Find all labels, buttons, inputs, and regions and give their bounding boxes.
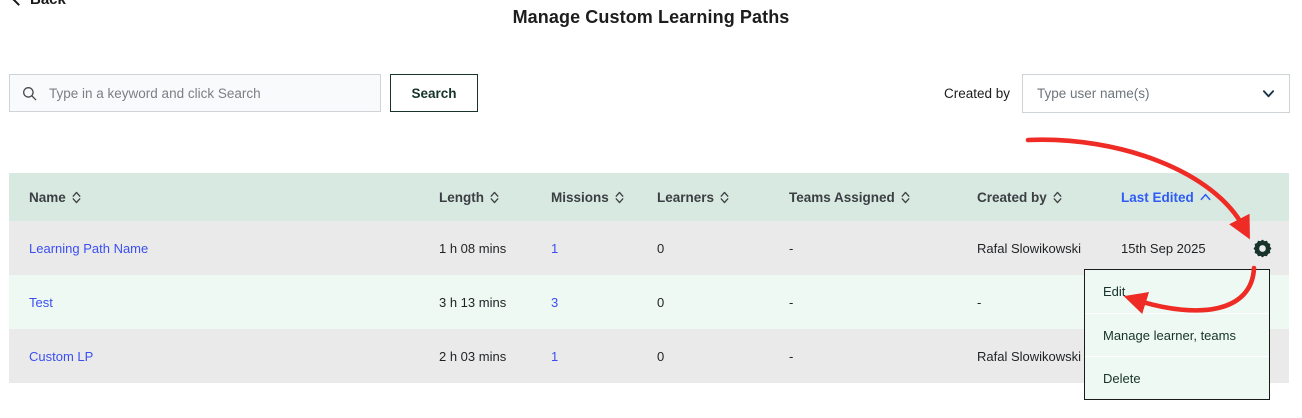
cell-created-by: Rafal Slowikowski xyxy=(977,240,1082,256)
learning-path-link[interactable]: Custom LP xyxy=(29,348,94,364)
cell-length: 3 h 13 mins xyxy=(439,294,507,310)
menu-item-edit[interactable]: Edit xyxy=(1103,284,1126,299)
column-header-last-edited[interactable]: Last Edited xyxy=(1121,190,1235,205)
cell-teams-assigned: - xyxy=(789,240,794,256)
created-by-value: Type user name(s) xyxy=(1037,86,1150,101)
sort-both-icon xyxy=(615,191,624,203)
column-label-length: Length xyxy=(439,189,484,205)
back-label: Back xyxy=(30,0,66,8)
gear-icon xyxy=(1253,239,1271,257)
cell-created-by: Rafal Slowikowski xyxy=(977,348,1082,364)
search-button[interactable]: Search xyxy=(390,74,478,112)
column-label-last-edited: Last Edited xyxy=(1121,189,1194,205)
missions-link[interactable]: 1 xyxy=(551,240,559,256)
chevron-left-icon xyxy=(12,0,25,6)
search-row: Search xyxy=(9,74,478,112)
column-header-missions[interactable]: Missions xyxy=(551,190,657,205)
column-label-teams-assigned: Teams Assigned xyxy=(789,189,895,205)
sort-both-icon xyxy=(1053,191,1062,203)
cell-learners: 0 xyxy=(657,294,665,310)
cell-created-by: - xyxy=(977,294,982,310)
search-box[interactable] xyxy=(9,74,381,112)
learning-path-link[interactable]: Learning Path Name xyxy=(29,240,149,256)
chevron-down-icon xyxy=(1262,90,1275,98)
column-label-learners: Learners xyxy=(657,189,715,205)
back-link[interactable]: Back xyxy=(12,0,66,8)
created-by-filter: Created by Type user name(s) xyxy=(944,74,1290,113)
chevron-up-icon xyxy=(1200,193,1211,201)
learning-path-link[interactable]: Test xyxy=(29,294,53,310)
cell-length: 1 h 08 mins xyxy=(439,240,507,256)
search-input[interactable] xyxy=(47,84,368,102)
table-row[interactable]: Custom LP 2 h 03 mins 1 0 - Rafal Slowik… xyxy=(9,329,1289,383)
table-row[interactable]: Test 3 h 13 mins 3 0 - - xyxy=(9,275,1289,329)
created-by-select[interactable]: Type user name(s) xyxy=(1022,74,1290,113)
column-header-name[interactable]: Name xyxy=(9,190,439,205)
row-actions-menu: Edit Manage learner, teams Delete xyxy=(1084,269,1270,400)
column-header-length[interactable]: Length xyxy=(439,190,551,205)
cell-teams-assigned: - xyxy=(789,294,794,310)
missions-link[interactable]: 3 xyxy=(551,294,559,310)
column-header-created-by[interactable]: Created by xyxy=(977,190,1121,205)
column-label-name: Name xyxy=(29,189,66,205)
cell-learners: 0 xyxy=(657,348,665,364)
sort-both-icon xyxy=(720,191,729,203)
column-label-created-by: Created by xyxy=(977,189,1047,205)
column-header-learners[interactable]: Learners xyxy=(657,190,789,205)
cell-length: 2 h 03 mins xyxy=(439,348,507,364)
cell-learners: 0 xyxy=(657,240,665,256)
column-header-teams-assigned[interactable]: Teams Assigned xyxy=(789,190,977,205)
cell-teams-assigned: - xyxy=(789,348,794,364)
menu-item-delete[interactable]: Delete xyxy=(1085,356,1269,399)
column-label-missions: Missions xyxy=(551,189,609,205)
search-icon xyxy=(23,86,37,100)
row-actions-button[interactable] xyxy=(1253,239,1272,258)
sort-both-icon xyxy=(490,191,499,203)
page-title: Manage Custom Learning Paths xyxy=(512,7,790,27)
missions-link[interactable]: 1 xyxy=(551,348,559,364)
cell-last-edited: 15th Sep 2025 xyxy=(1121,240,1206,256)
table-row[interactable]: Learning Path Name 1 h 08 mins 1 0 - Raf… xyxy=(9,221,1289,275)
sort-both-icon xyxy=(72,191,81,203)
sort-both-icon xyxy=(901,191,910,203)
created-by-label: Created by xyxy=(943,86,1010,101)
table-header-row: Name Length Missions xyxy=(9,173,1289,221)
menu-item-manage-learner-teams[interactable]: Manage learner, teams xyxy=(1085,313,1269,356)
